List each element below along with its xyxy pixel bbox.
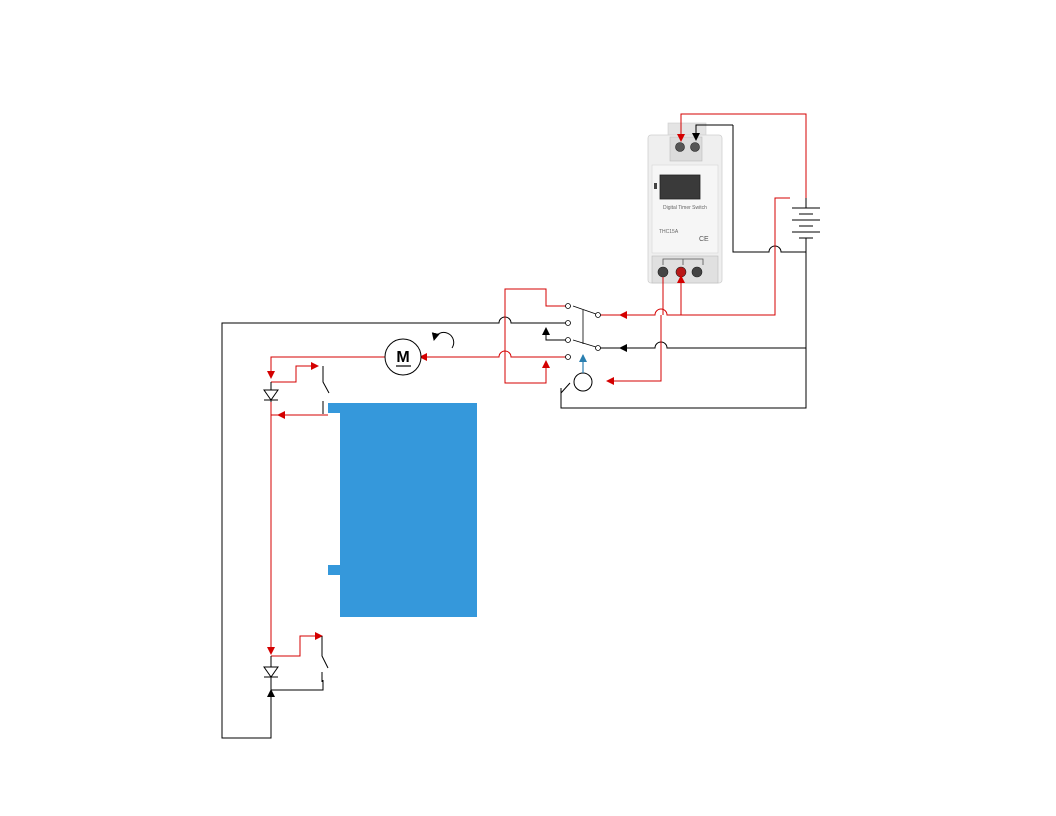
upper-float-switch-icon — [322, 366, 330, 408]
digital-timer-switch: Digital Timer Switch THC15A CE — [647, 122, 723, 284]
wire-upper-switch-supply — [271, 362, 319, 383]
lower-float-switch-icon — [321, 636, 329, 682]
timer-ce-mark: CE — [699, 236, 709, 243]
upper-diode-icon — [263, 382, 279, 402]
relay-switch-icon — [565, 303, 601, 360]
wire-outer-loop — [221, 316, 568, 739]
red-wires — [267, 113, 807, 657]
timer-lcd-screen — [659, 174, 701, 200]
wire-sensor-return — [560, 382, 571, 394]
wire-relay-to-motor — [419, 350, 568, 361]
sensor-circle — [573, 372, 593, 392]
wire-timer-to-battery-minus — [692, 124, 733, 141]
sensor-icon — [573, 354, 593, 392]
timer-terminal-top-right — [690, 142, 700, 152]
wire-timer-bottom-middle-2 — [606, 315, 662, 385]
wire-relay-arm-return — [542, 327, 568, 341]
wire-upper-diode-to-tank — [270, 402, 328, 416]
timer-model: THC15A — [659, 229, 679, 235]
wire-battery-plus-to-timer — [677, 113, 807, 198]
timer-terminal-bottom-left — [657, 266, 669, 278]
timer-indicator-led — [654, 183, 657, 189]
motor-circle — [384, 338, 422, 376]
timer-terminal-bottom-middle — [675, 266, 687, 278]
motor-label: M — [396, 349, 409, 366]
tank-bottom-port — [328, 565, 341, 575]
timer-terminal-top-left — [675, 142, 685, 152]
wire-motor-to-diodes — [267, 356, 385, 379]
battery-icon — [792, 198, 820, 252]
tank — [328, 403, 477, 617]
black-wires — [221, 124, 807, 739]
wire-timer-to-battery-minus-down — [732, 125, 806, 253]
lower-diode-icon — [263, 656, 279, 682]
timer-terminal-bottom-right — [691, 266, 703, 278]
tank-body — [340, 403, 477, 617]
motor-icon: M — [384, 331, 455, 376]
wire-lower-switch-supply — [271, 632, 323, 657]
timer-contact-marking — [662, 258, 704, 265]
tank-top-port — [328, 403, 341, 413]
wire-relay-upper-loop — [504, 288, 568, 384]
wire-return-bus — [560, 252, 807, 409]
wire-bus-to-relay-lower — [619, 341, 806, 352]
timer-name: Digital Timer Switch — [663, 205, 707, 211]
rotation-arrow-icon — [431, 331, 455, 349]
wire-lower-switch-return — [271, 680, 324, 691]
